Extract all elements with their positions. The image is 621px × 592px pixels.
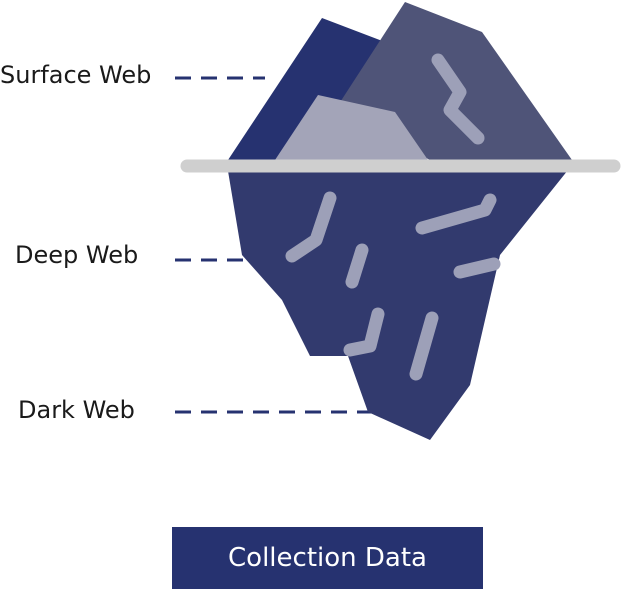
collection-data-button-label: Collection Data [228, 543, 427, 573]
crack-2 [415, 193, 497, 235]
deep-web-label: Deep Web [15, 241, 139, 269]
surface-crack [431, 53, 485, 145]
surface-web-label: Surface Web [0, 61, 152, 89]
iceberg-underwater [227, 165, 572, 440]
collection-data-button[interactable]: Collection Data [172, 527, 483, 589]
crack-6 [409, 311, 439, 381]
crack-4 [453, 257, 501, 279]
crack-5 [343, 307, 385, 357]
crack-3 [345, 243, 369, 289]
crack-1 [285, 191, 337, 263]
dark-web-label: Dark Web [18, 396, 135, 424]
iceberg-peak-front [275, 95, 428, 160]
